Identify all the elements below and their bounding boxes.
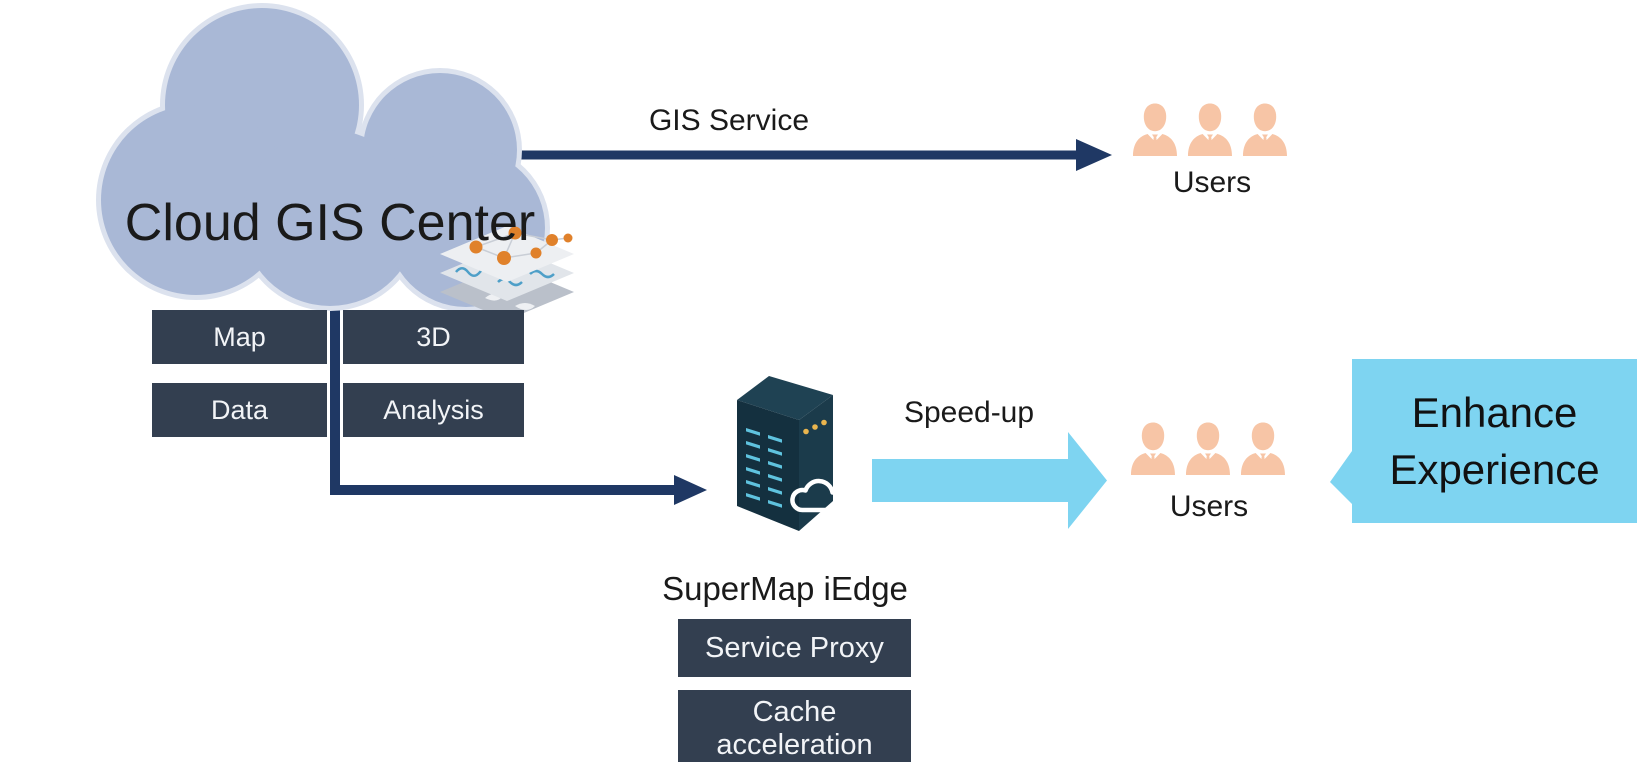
server-cloud-icon <box>790 478 847 514</box>
server-vents-icon <box>746 428 782 508</box>
person-bust-icon <box>1243 103 1287 156</box>
enhance-experience-callout: Enhance Experience <box>1352 359 1637 523</box>
users-group-bottom <box>1131 422 1285 475</box>
layer-points <box>469 226 573 265</box>
feature-box-service-proxy: Service Proxy <box>678 619 911 677</box>
server-tower-icon <box>737 376 847 531</box>
server-status-dots-icon <box>803 419 827 435</box>
person-bust-icon <box>1241 422 1285 475</box>
users-top-label: Users <box>1172 166 1252 199</box>
gis-map-layers-icon <box>440 226 574 320</box>
gis-service-label: GIS Service <box>648 104 810 137</box>
capability-box-analysis: Analysis <box>343 383 524 437</box>
person-bust-icon <box>1133 103 1177 156</box>
capability-box-data: Data <box>152 383 327 437</box>
cloud-title: Cloud GIS Center <box>124 194 536 252</box>
elbow-connector-arrow <box>330 280 707 505</box>
callout-line-1: Enhance <box>1411 389 1578 436</box>
capability-label: Analysis <box>383 394 484 425</box>
cloud-shape <box>96 3 550 312</box>
capability-label: Data <box>210 394 269 425</box>
server-front-face <box>737 400 799 531</box>
block-arrow-right-icon <box>872 432 1107 529</box>
gis-service-arrow <box>505 139 1112 171</box>
cloud-fill <box>101 8 545 307</box>
server-top-face <box>737 376 833 420</box>
speed-up-label: Speed-up <box>903 396 1035 429</box>
edge-server-title: SuperMap iEdge <box>662 570 908 607</box>
capability-box-map: Map <box>152 310 327 364</box>
person-bust-icon <box>1188 103 1232 156</box>
server-side-face <box>799 395 833 531</box>
callout-line-2: Experience <box>1389 446 1600 493</box>
users-group-top <box>1133 103 1287 156</box>
speech-bubble-icon <box>1330 359 1637 523</box>
person-bust-icon <box>1186 422 1230 475</box>
capability-label: Map <box>213 321 266 352</box>
users-bottom-label: Users <box>1169 490 1249 523</box>
person-bust-icon <box>1131 422 1175 475</box>
capability-box-3d: 3D <box>343 310 524 364</box>
feature-label: Service Proxy <box>705 631 884 664</box>
feature-label: Cache acceleration <box>716 696 873 761</box>
capability-label: 3D <box>416 321 451 352</box>
feature-box-cache-acceleration: Cache acceleration <box>678 690 911 762</box>
